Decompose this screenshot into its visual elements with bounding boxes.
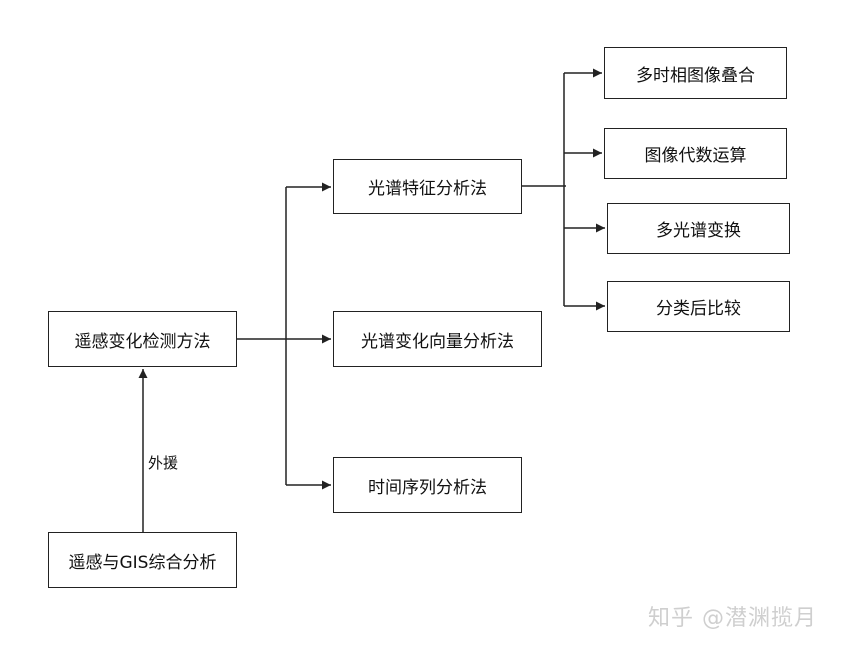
- node-image-algebra: 图像代数运算: [604, 128, 787, 179]
- node-multispectral: 多光谱变换: [607, 203, 790, 254]
- node-multi-temporal: 多时相图像叠合: [604, 47, 787, 99]
- watermark-text: 知乎 @潜渊揽月: [648, 606, 817, 631]
- node-post-classification: 分类后比较: [607, 281, 790, 332]
- node-time-series: 时间序列分析法: [333, 457, 522, 513]
- edge-label-gis-to-root: 外援: [148, 452, 179, 473]
- node-root: 遥感变化检测方法: [48, 311, 237, 367]
- node-spectral-vector: 光谱变化向量分析法: [333, 311, 542, 367]
- node-gis: 遥感与GIS综合分析: [48, 532, 237, 588]
- node-spectral-feature: 光谱特征分析法: [333, 159, 522, 214]
